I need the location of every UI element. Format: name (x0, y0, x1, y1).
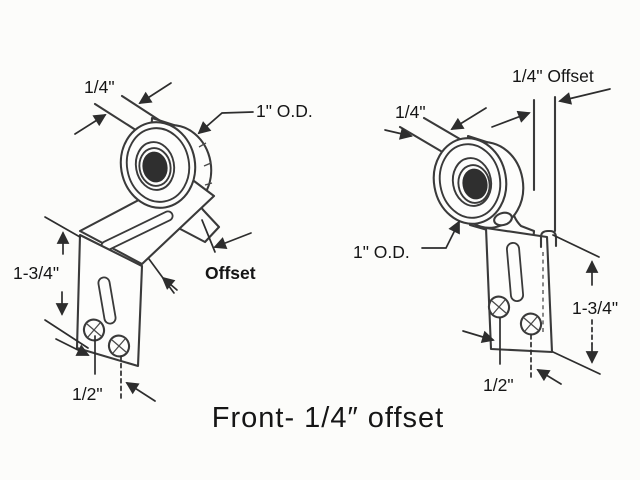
roller-hub-boss (134, 141, 176, 191)
dim-arrow (462, 330, 495, 343)
extension-line (552, 234, 600, 258)
axle-tab (493, 211, 513, 227)
track-stem-line (120, 94, 164, 124)
rim-hatch (198, 142, 207, 148)
dim-arrow (450, 107, 487, 131)
dim-offset-amount: 1/4" Offset (512, 66, 594, 86)
dim-plate-height: 1-3/4" (13, 263, 59, 283)
extension-line (552, 351, 601, 375)
dim-arrow (536, 369, 562, 385)
screw-icon (107, 334, 131, 358)
dim-arrow (384, 127, 413, 140)
arm-slot-inner (102, 212, 172, 250)
right-dimensions: 1/4" Offset 1/4" 1" O.D. 1-3/4" 1/2" (353, 66, 618, 395)
extension-line (201, 219, 216, 253)
screw-icon (519, 312, 543, 336)
left-figure (75, 94, 221, 368)
dim-outer-diameter: 1" O.D. (353, 242, 410, 262)
roller-hub-boss (451, 157, 493, 207)
extension-line (44, 319, 89, 349)
dim-hole-spacing: 1/2" (483, 375, 514, 395)
roller-axle-core (142, 151, 168, 183)
extension-line (148, 258, 175, 294)
roller-hub-ring (138, 147, 172, 187)
track-stem-line (93, 102, 144, 136)
dim-arrow (491, 110, 531, 128)
dim-arrow (161, 276, 178, 291)
screw-icon (487, 295, 511, 319)
left-dimensions: 1/4" 1" O.D. 1-3/4" Offset 1/2" (13, 77, 313, 404)
roller-flange-ring (438, 143, 502, 219)
od-leader (197, 111, 254, 135)
dim-offset: Offset (205, 263, 256, 283)
rim-hatch (203, 162, 212, 167)
bend-hook (539, 229, 558, 249)
od-leader (421, 220, 460, 249)
extension-line (44, 216, 81, 238)
dim-stem-width: 1/4" (84, 77, 115, 97)
dim-arrow (125, 381, 156, 402)
dim-plate-height: 1-3/4" (572, 298, 618, 318)
plate-slot-inner (99, 278, 115, 323)
dim-arrow (138, 82, 172, 105)
dim-arrow (213, 232, 252, 250)
track-stem-line (422, 116, 467, 144)
right-figure (398, 95, 558, 354)
screw-icon (82, 318, 106, 342)
dim-arrow (558, 88, 611, 105)
dim-outer-diameter: 1" O.D. (256, 101, 313, 121)
roller-hub-ring (457, 164, 491, 204)
roller-flange-ring (125, 127, 191, 203)
dim-hole-spacing: 1/2" (72, 384, 103, 404)
dim-arrow (74, 113, 107, 135)
dim-arrow (55, 338, 90, 356)
figure-caption: Front- 1/4″ offset (212, 402, 444, 434)
dim-stem-width: 1/4" (395, 102, 426, 122)
plate-slot-inner (507, 243, 523, 301)
roller-axle-core (462, 168, 488, 200)
rim-hatch (204, 182, 213, 186)
